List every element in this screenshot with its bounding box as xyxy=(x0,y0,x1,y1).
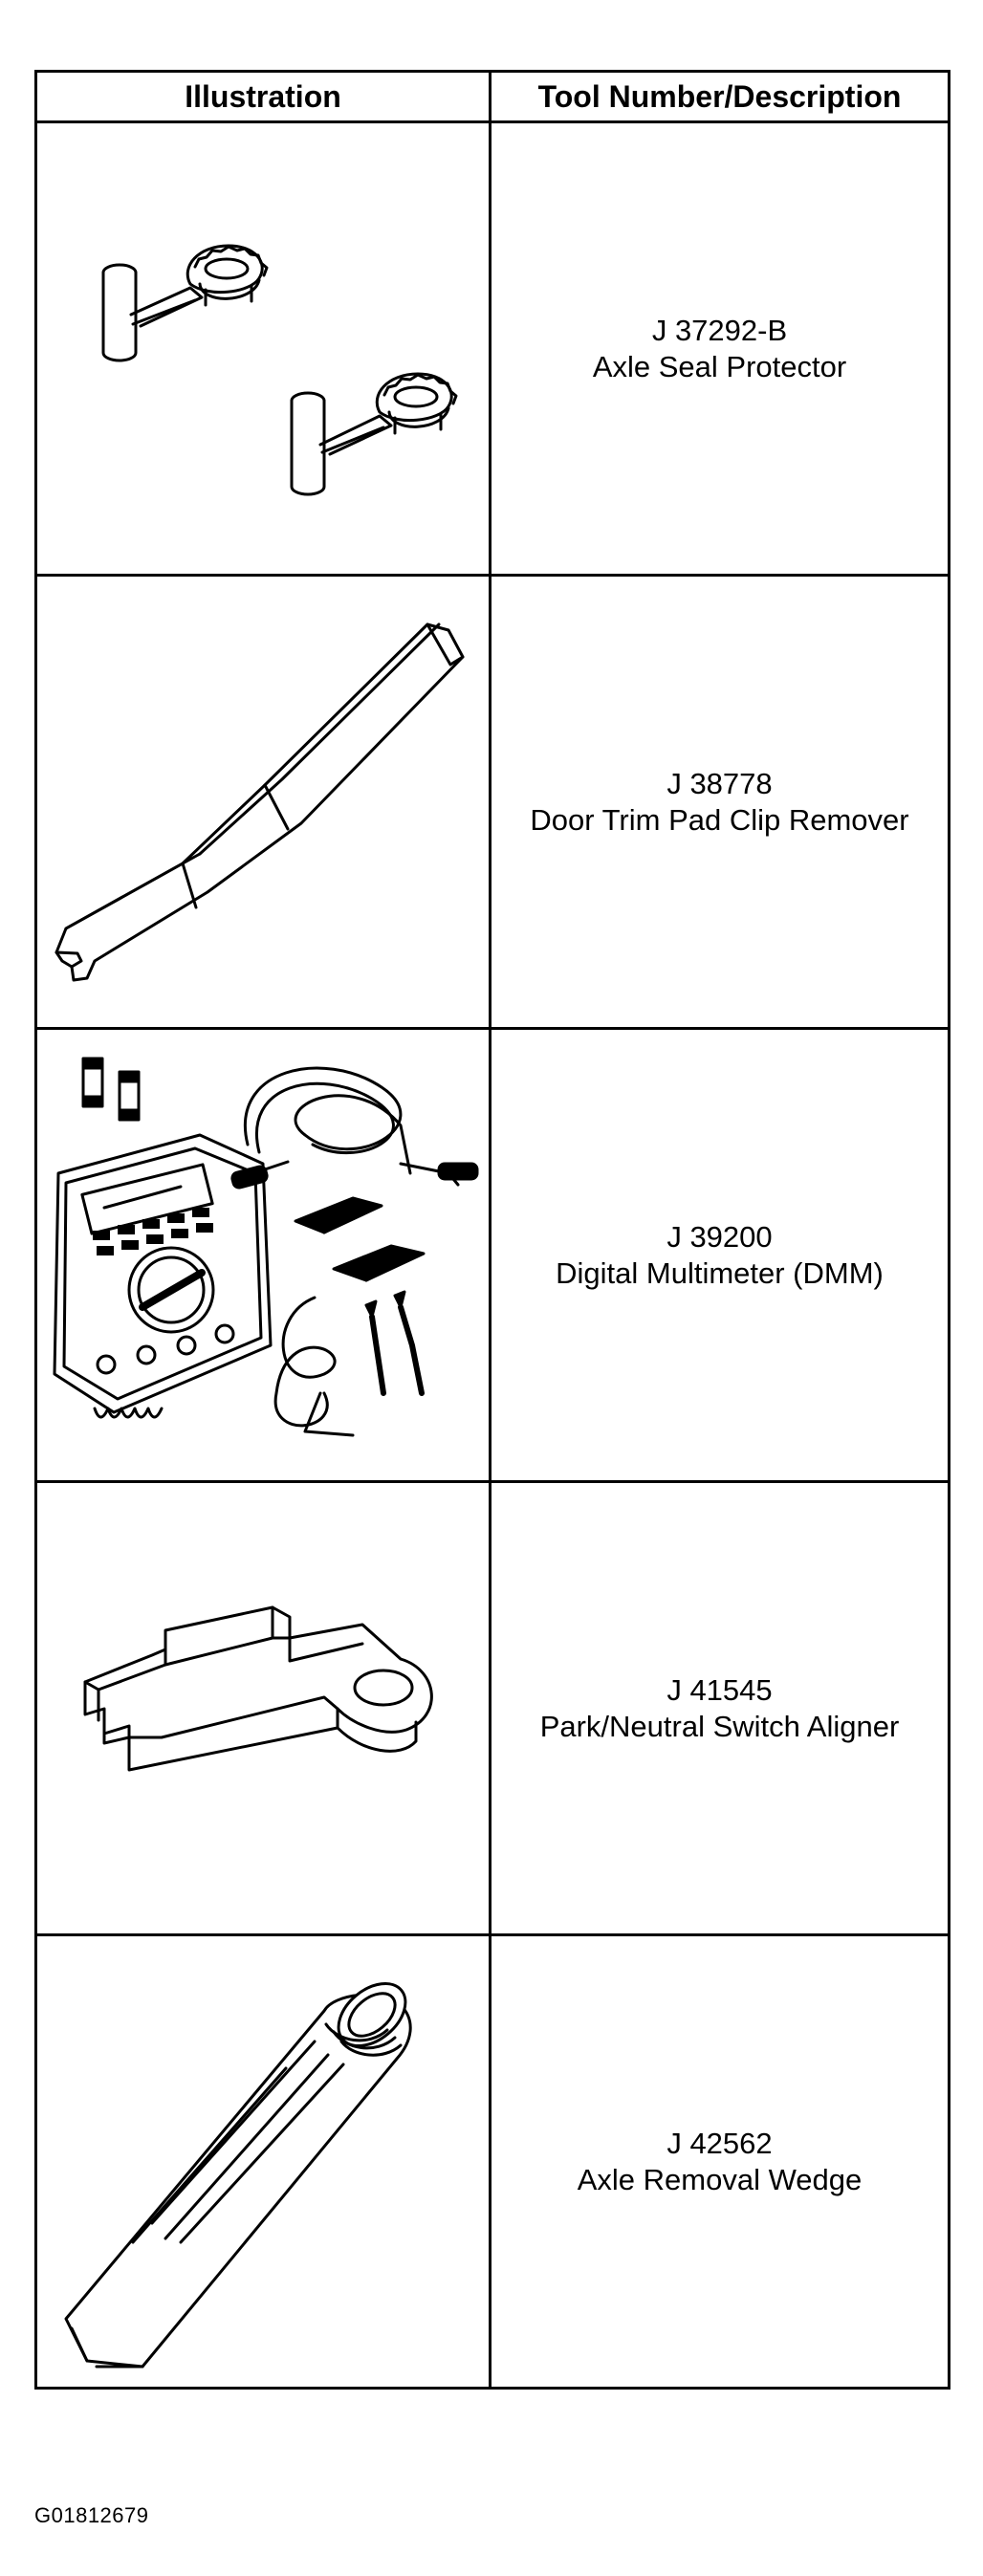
table-row: J 41545 Park/Neutral Switch Aligner xyxy=(34,1480,950,1936)
tool-name: Digital Multimeter (DMM) xyxy=(556,1255,884,1290)
tool-name: Park/Neutral Switch Aligner xyxy=(539,1709,900,1743)
tool-description-cell: J 41545 Park/Neutral Switch Aligner xyxy=(489,1480,950,1936)
digital-multimeter-illustration xyxy=(53,1057,479,1437)
tool-name: Axle Removal Wedge xyxy=(577,2162,863,2196)
seal-protector-left xyxy=(101,244,269,362)
illustration-cell xyxy=(34,1933,492,2390)
tool-number: J 41545 xyxy=(666,1672,773,1707)
table-row: J 38778 Door Trim Pad Clip Remover xyxy=(34,574,950,1030)
table-row: J 39200 Digital Multimeter (DMM) xyxy=(34,1027,950,1483)
tool-number: J 42562 xyxy=(666,2126,773,2160)
tool-description-cell: J 39200 Digital Multimeter (DMM) xyxy=(489,1027,950,1483)
illustration-cell xyxy=(34,574,492,1030)
table-row: J 42562 Axle Removal Wedge xyxy=(34,1933,950,2390)
multimeter-body xyxy=(53,1133,273,1419)
tool-name: Axle Seal Protector xyxy=(592,349,847,383)
axle-seal-protector-illustration xyxy=(101,244,458,496)
fuses xyxy=(81,1057,141,1122)
figure-id: G01812679 xyxy=(34,2503,149,2527)
tool-name: Door Trim Pad Clip Remover xyxy=(530,802,909,837)
tool-number: J 38778 xyxy=(666,766,773,800)
table-row: J 37292-B Axle Seal Protector xyxy=(34,120,950,577)
tool-description-cell: J 38778 Door Trim Pad Clip Remover xyxy=(489,574,950,1030)
illustration-cell xyxy=(34,1480,492,1936)
illustration-column-header: Illustration xyxy=(34,70,492,123)
tool-description-cell: J 42562 Axle Removal Wedge xyxy=(489,1933,950,2390)
test-leads xyxy=(230,1066,479,1437)
illustration-cell xyxy=(34,120,492,577)
tool-number: J 37292-B xyxy=(651,313,788,347)
table-header-row: Illustration Tool Number/Description xyxy=(34,70,950,123)
illustration-cell xyxy=(34,1027,492,1483)
park-neutral-switch-aligner-illustration xyxy=(83,1605,433,1772)
tool-description-cell: J 37292-B Axle Seal Protector xyxy=(489,120,950,577)
door-trim-pad-clip-remover-illustration xyxy=(55,622,465,982)
tool-description-column-header: Tool Number/Description xyxy=(489,70,950,123)
tool-number: J 39200 xyxy=(666,1219,773,1254)
special-tools-table: Illustration Tool Number/Description xyxy=(34,70,950,2390)
axle-removal-wedge-illustration xyxy=(64,1981,412,2369)
seal-protector-right xyxy=(290,372,458,496)
